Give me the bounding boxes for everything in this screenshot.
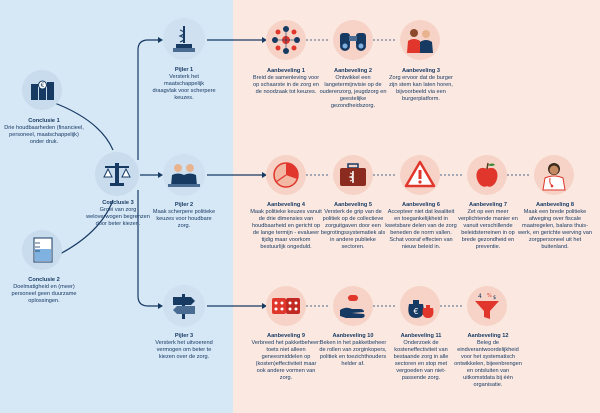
svg-text:€: € bbox=[41, 82, 45, 89]
medical-briefcase-icon bbox=[340, 163, 366, 186]
conclusion-1-description: Drie houdbaarheden (financieel, personee… bbox=[4, 125, 84, 145]
right-panel-background bbox=[233, 0, 600, 413]
rec-11-description: Onderzoek de kosteneffectiviteit van bes… bbox=[393, 340, 449, 381]
pillar-1-description: Versterk het maatschappelijk draagvlak v… bbox=[152, 74, 216, 101]
rec-7-description: Zet op een meer verplichtende manier en … bbox=[458, 209, 518, 250]
conclusion-3-title: Conclusie 3 bbox=[102, 200, 134, 206]
binoculars-icon bbox=[340, 33, 366, 51]
conclusion-2-text: Conclusie 2 Doelmatigheid en (meer) pers… bbox=[2, 277, 86, 305]
connector-pillar-1 bbox=[137, 39, 158, 160]
conclusion-3-text: Conclusie 3 Groei van zorg weloverwogen … bbox=[84, 200, 152, 228]
rec-2-text: Aanbeveling 2 Ontwikkel een langetermijn… bbox=[318, 68, 388, 110]
svg-text:$: $ bbox=[493, 295, 496, 301]
politicians-icon bbox=[168, 164, 200, 187]
pillar-2-title: Pijler 2 bbox=[174, 202, 194, 208]
rec-12-title: Aanbeveling 12 bbox=[467, 333, 509, 339]
rec-7-text: Aanbeveling 7 Zet op een meer verplichte… bbox=[454, 202, 522, 251]
measuring-beaker-icon bbox=[33, 237, 53, 263]
rec-1-description: Breid de samenleving voor op schaarste i… bbox=[252, 75, 320, 95]
pillar-1-text: Pijler 1 Versterk het maatschappelijk dr… bbox=[152, 67, 216, 102]
rec-9-text: Aanbeveling 9 Verbreed het pakketbeheer:… bbox=[251, 333, 321, 382]
pill-packs-icon bbox=[272, 298, 300, 314]
rec-10-circle bbox=[333, 286, 373, 326]
pillar-3-title: Pijler 3 bbox=[174, 333, 194, 339]
conclusion-1-text: Conclusie 1 Drie houdbaarheden (financie… bbox=[2, 118, 86, 146]
warning-triangle-icon bbox=[404, 160, 436, 188]
rec-6-title: Aanbeveling 6 bbox=[402, 202, 440, 208]
pillar-2-text: Pijler 2 Maak scherpere politieke keuzes… bbox=[152, 202, 216, 230]
connector-pillar-3 bbox=[137, 190, 158, 307]
rec-8-description: Maak een brede politieke afweging over f… bbox=[518, 209, 592, 250]
rec-4-title: Aanbeveling 4 bbox=[267, 202, 305, 208]
rec-11-title: Aanbeveling 11 bbox=[400, 333, 442, 339]
healthcare-worker-icon bbox=[542, 163, 566, 191]
signpost-icon bbox=[173, 294, 195, 319]
arrow-pillar-3 bbox=[158, 303, 163, 309]
rec-6-description: Accepteer niet dat kwaliteit en toeganke… bbox=[385, 209, 457, 250]
hand-pill-icon bbox=[340, 295, 365, 318]
arrow-pillar-1 bbox=[158, 37, 163, 43]
rec-5-description: Versterk de grip van de politiek op de c… bbox=[320, 209, 386, 250]
rec-11-text: Aanbeveling 11 Onderzoek de kosteneffect… bbox=[386, 333, 456, 382]
conclusion-1-title: Conclusie 1 bbox=[28, 118, 60, 124]
rec-5-text: Aanbeveling 5 Versterk de grip van de po… bbox=[318, 202, 388, 251]
rec-5-title: Aanbeveling 5 bbox=[334, 202, 372, 208]
funnel-data-icon: 4 % $ bbox=[475, 293, 499, 319]
rec-3-description: Zorg ervoor dat de burger zijn stem kan … bbox=[389, 75, 453, 102]
rec-3-text: Aanbeveling 3 Zorg ervoor dat de burger … bbox=[386, 68, 456, 103]
rec-10-title: Aanbeveling 10 bbox=[332, 333, 374, 339]
rec-1-title: Aanbeveling 1 bbox=[267, 68, 305, 74]
rec-10-description: Beken in het pakketbeheer de rollen van … bbox=[319, 340, 387, 367]
rec-4-text: Aanbeveling 4 Maak politieke keuzes vanu… bbox=[249, 202, 323, 251]
rec-1-text: Aanbeveling 1 Breid de samenleving voor … bbox=[252, 68, 320, 96]
money-bags-icon: € bbox=[408, 300, 434, 318]
pillar-1-title: Pijler 1 bbox=[174, 67, 194, 73]
pillar-2-description: Maak scherpere politieke keuzes voor hou… bbox=[152, 209, 216, 229]
arrow-pillar-2 bbox=[158, 172, 163, 178]
connector-conclusion-1 bbox=[51, 101, 114, 151]
pillar-3-description: Versterk het uitvoerend vermogen om bete… bbox=[155, 340, 213, 360]
svg-text:%: % bbox=[487, 293, 492, 299]
pie-chart-icon bbox=[273, 162, 299, 188]
rec-10-text: Aanbeveling 10 Beken in het pakketbeheer… bbox=[318, 333, 388, 368]
rec-3-circle bbox=[400, 20, 440, 60]
svg-text:4: 4 bbox=[478, 293, 482, 300]
balance-scale-icon bbox=[103, 163, 131, 186]
rec-12-text: Aanbeveling 12 Beleg de eindverantwoorde… bbox=[452, 333, 524, 389]
euro-coins-icon: € bbox=[31, 80, 54, 100]
rec-8-title: Aanbeveling 8 bbox=[536, 202, 574, 208]
conclusion-3-description: Groei van zorg weloverwogen begrenzen do… bbox=[86, 207, 150, 227]
rec-9-title: Aanbeveling 9 bbox=[267, 333, 305, 339]
rec-8-text: Aanbeveling 8 Maak een brede politieke a… bbox=[518, 202, 592, 251]
rec-12-description: Beleg de eindverantwoordelijkheid voor h… bbox=[454, 340, 522, 388]
rec-4-description: Maak politieke keuzes vanuit de drie dim… bbox=[250, 209, 322, 250]
people-group-icon bbox=[407, 29, 433, 53]
connected-people-icon bbox=[272, 26, 300, 54]
rec-2-title: Aanbeveling 2 bbox=[334, 68, 372, 74]
left-panel-background bbox=[0, 0, 233, 413]
rec-3-title: Aanbeveling 3 bbox=[402, 68, 440, 74]
rec-2-description: Ontwikkel een langetermijnvisie op de ou… bbox=[319, 75, 387, 109]
rec-6-text: Aanbeveling 6 Accepteer niet dat kwalite… bbox=[385, 202, 457, 251]
svg-text:€: € bbox=[413, 307, 418, 316]
conclusion-2-description: Doelmatigheid en (meer) personeel geen d… bbox=[11, 284, 77, 304]
rec-7-title: Aanbeveling 7 bbox=[469, 202, 507, 208]
conclusion-2-title: Conclusie 2 bbox=[28, 277, 60, 283]
caduceus-pedestal-icon bbox=[173, 26, 195, 52]
rec-9-description: Verbreed het pakketbeheer: toets niet al… bbox=[251, 340, 321, 381]
apple-icon bbox=[476, 162, 498, 187]
pillar-3-text: Pijler 3 Versterk het uitvoerend vermoge… bbox=[152, 333, 216, 361]
